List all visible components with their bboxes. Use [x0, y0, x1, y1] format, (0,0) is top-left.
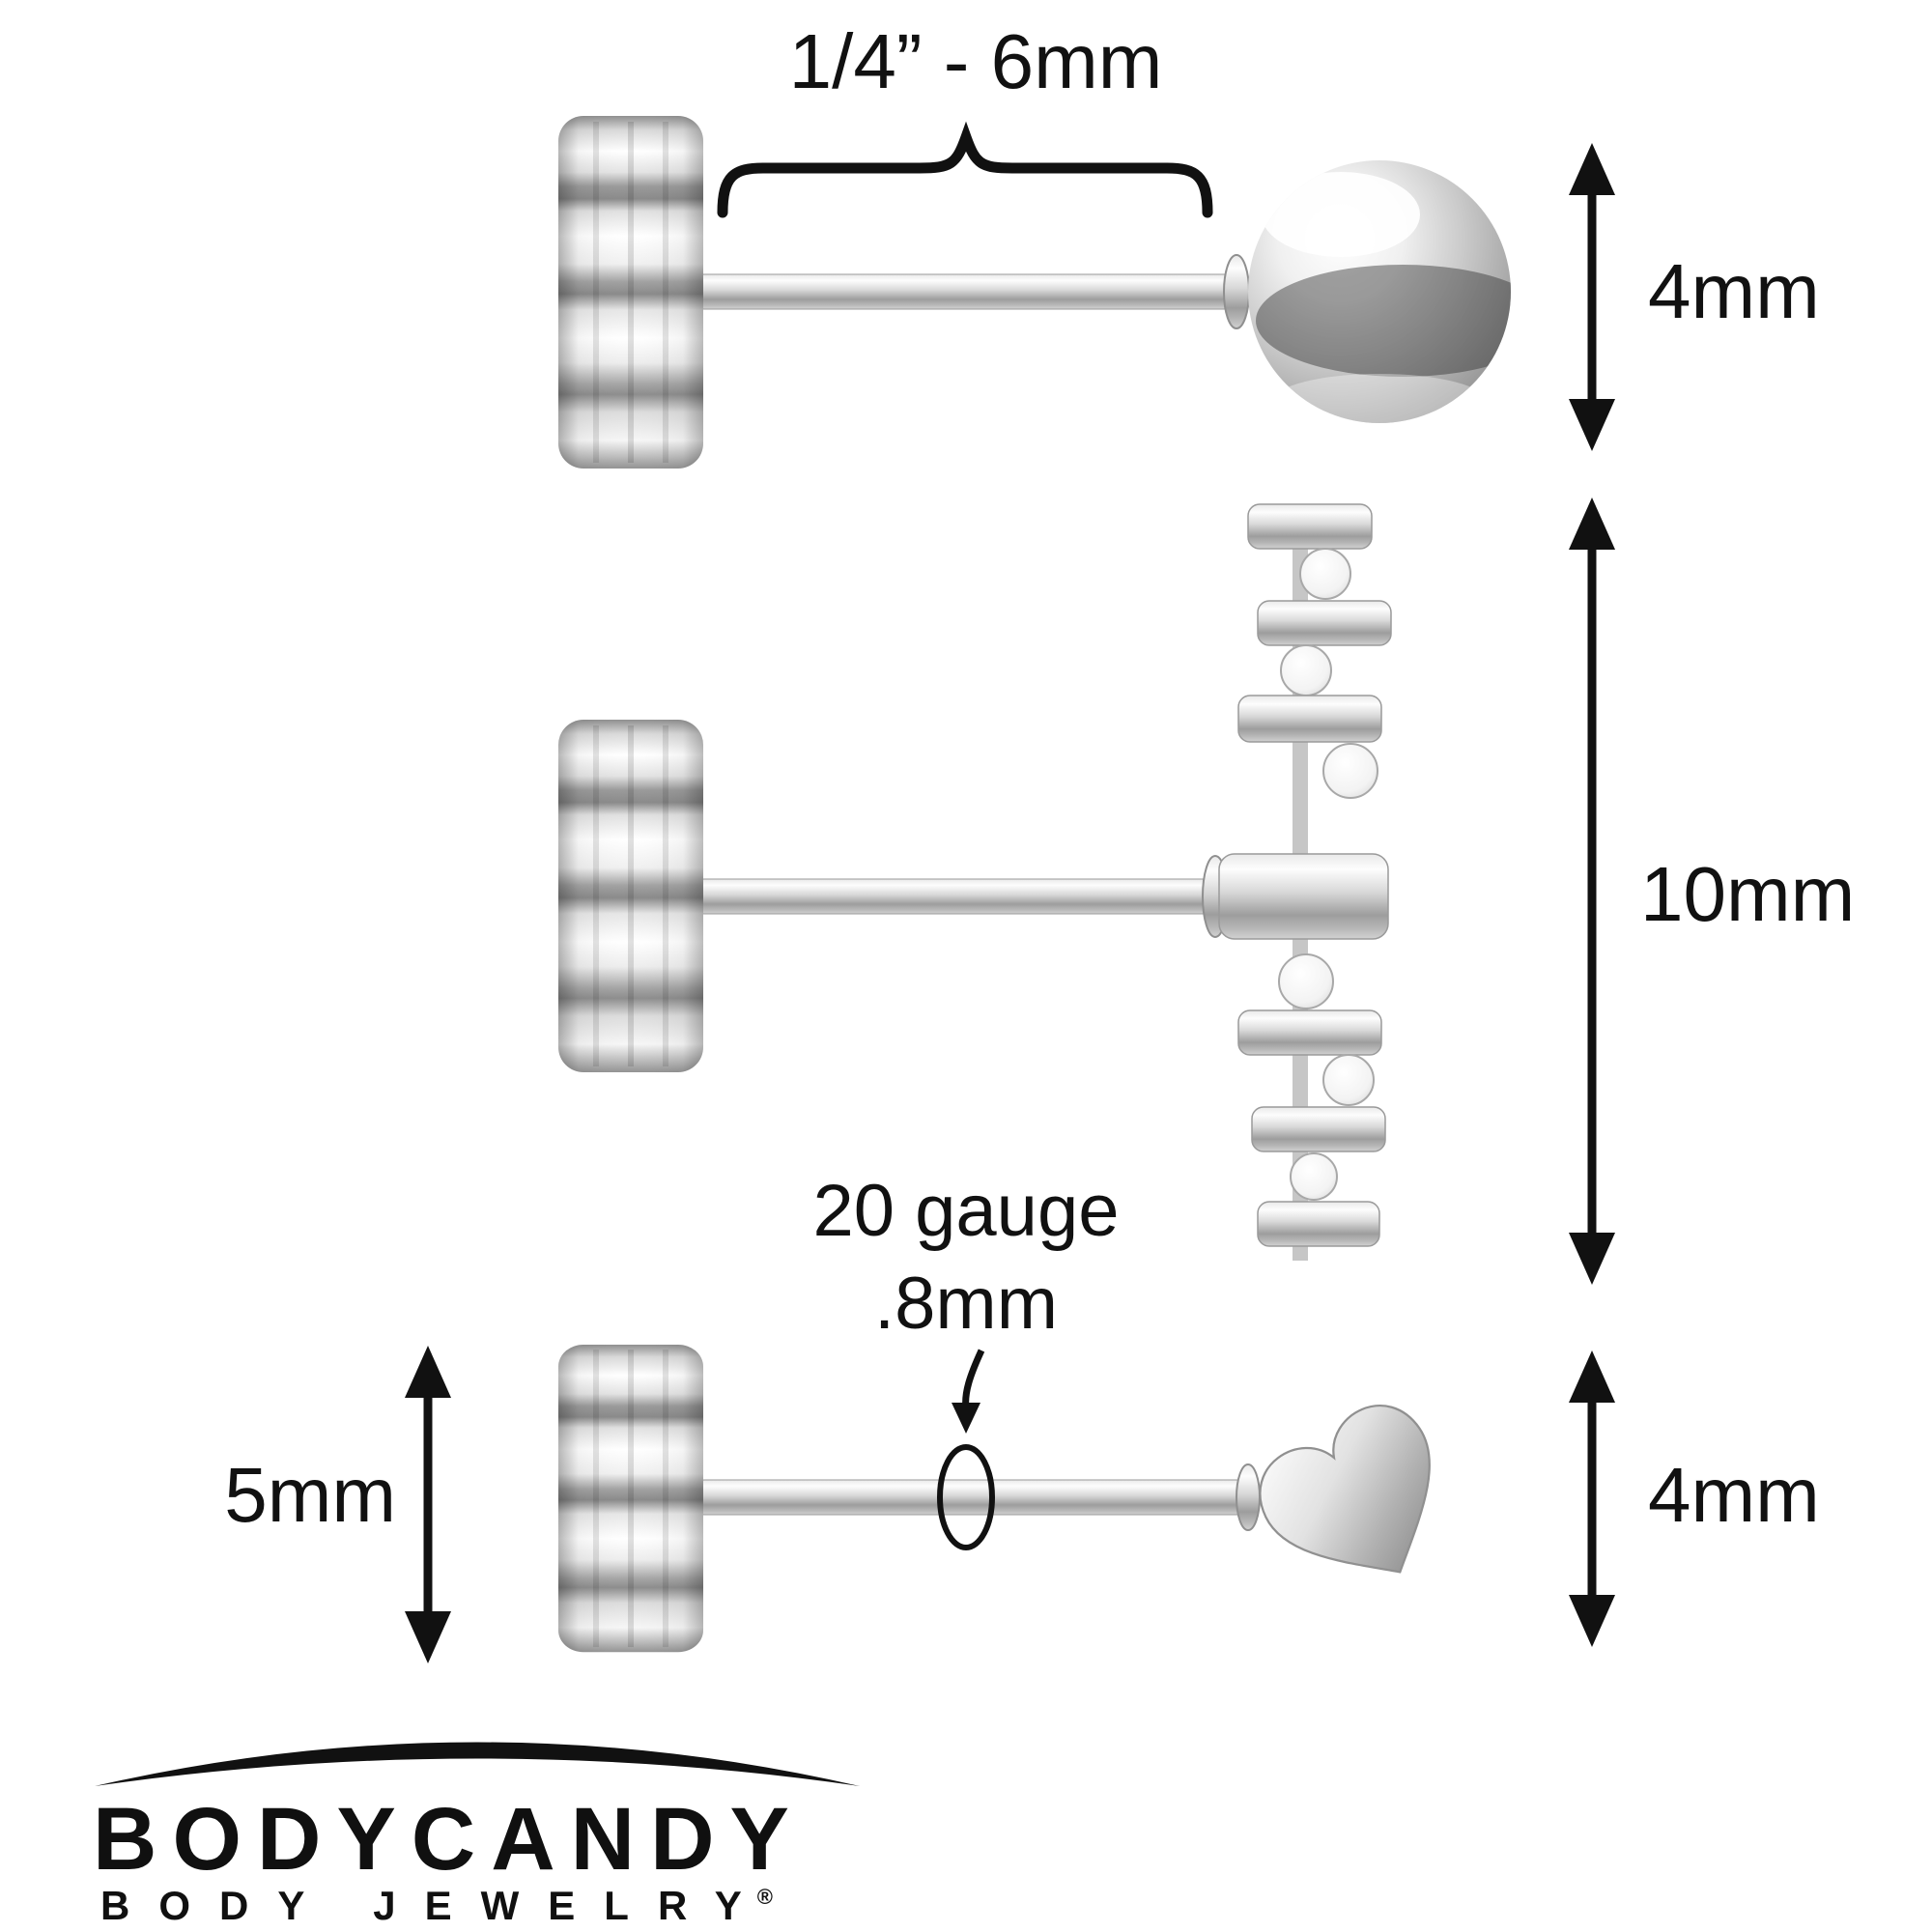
logo-tagline-text: BODY JEWELRY [100, 1883, 771, 1928]
logo-brand-text: BODYCANDY [93, 1790, 805, 1889]
gauge-pointer-arrow [952, 1349, 985, 1434]
length-bracket [717, 121, 1213, 218]
cluster-height-label: 10mm [1640, 851, 1856, 937]
gauge-marker-ellipse [937, 1444, 995, 1550]
heart-height-label: 4mm [1648, 1452, 1820, 1538]
ball-height-arrow [1569, 143, 1615, 451]
heart-end [1259, 1405, 1431, 1574]
gauge-size-label: .8mm [874, 1263, 1058, 1345]
flat-back-disc [558, 1345, 703, 1653]
heart-height-arrow [1569, 1350, 1615, 1647]
back-height-label: 5mm [224, 1452, 396, 1538]
gauge-label: 20 gauge [812, 1170, 1120, 1252]
collar-flange [1236, 1463, 1261, 1531]
cluster-height-arrow [1569, 497, 1615, 1285]
bar-length-label: 1/4” - 6mm [788, 18, 1163, 104]
collar-flange [1223, 254, 1250, 329]
registered-mark: ® [756, 1885, 773, 1909]
logo-arc [95, 1742, 860, 1786]
logo-tagline: BODY JEWELRY® [100, 1886, 773, 1926]
gem-cluster-stud-illustration [558, 503, 1392, 1261]
back-height-arrow [405, 1346, 451, 1663]
flat-back-disc [558, 720, 703, 1072]
heart-stud-illustration [558, 1345, 1431, 1653]
ball-height-label: 4mm [1648, 248, 1820, 334]
flat-back-disc [558, 116, 703, 469]
cluster-hub [1218, 853, 1389, 940]
